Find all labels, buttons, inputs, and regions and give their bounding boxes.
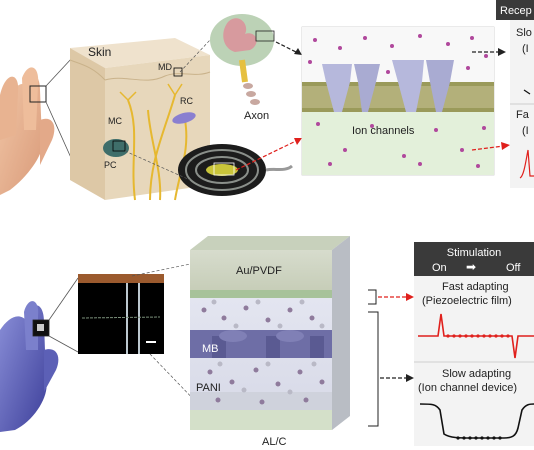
mc-label: MC	[108, 116, 122, 126]
au-pvdf-label: Au/PVDF	[236, 265, 282, 277]
stimulation-arrow-icon: ➡	[466, 260, 476, 274]
stimulation-on: On	[432, 262, 447, 274]
zoom-line	[45, 101, 73, 161]
zoom-line	[45, 57, 73, 87]
skin-label: Skin	[88, 45, 111, 59]
ion-channels-label: Ion channels	[352, 125, 415, 137]
device-cube	[190, 236, 350, 430]
slow-partial-sub: (I	[522, 43, 529, 55]
pacinian-corpuscle-illustration	[178, 144, 293, 196]
pani-label: PANI	[196, 382, 221, 394]
pc-label: PC	[104, 160, 117, 170]
stimulation-off: Off	[506, 262, 521, 274]
zoom-line	[179, 39, 211, 73]
slow-adapting-title: Slow adapting	[442, 368, 511, 380]
arrow-red	[471, 145, 505, 151]
merkel-cell-illustration	[210, 14, 275, 105]
slow-adapting-sub: (Ion channel device)	[418, 382, 517, 394]
rc-label: RC	[180, 96, 193, 106]
fast-partial-label: Fa	[516, 109, 530, 121]
arrow-red	[235, 139, 299, 171]
md-label: MD	[158, 62, 172, 72]
fast-adapting-title: Fast adapting	[442, 281, 509, 293]
zoom-line	[48, 335, 79, 353]
stimulation-panel	[414, 242, 534, 446]
zoom-line	[124, 150, 191, 181]
fast-partial-sub: (I	[522, 125, 529, 137]
device-micrograph	[78, 274, 164, 354]
hand-illustration	[0, 67, 55, 195]
zoom-line	[131, 261, 201, 277]
receptor-header: Recep	[500, 5, 532, 17]
slow-partial-label: Slo	[516, 27, 532, 39]
stimulation-title: Stimulation	[447, 247, 501, 259]
axon-label: Axon	[244, 110, 269, 122]
arrow-black	[275, 41, 301, 55]
ion-channel-membrane-panel	[301, 26, 495, 176]
gloved-hand-illustration	[0, 301, 59, 432]
zoom-line	[48, 277, 79, 321]
fast-adapting-sub: (Piezoelectric film)	[422, 295, 512, 307]
al-c-label: AL/C	[262, 436, 287, 448]
receptor-panel	[496, 0, 534, 188]
layer-brackets	[368, 289, 379, 427]
mb-label: MB	[202, 343, 219, 355]
